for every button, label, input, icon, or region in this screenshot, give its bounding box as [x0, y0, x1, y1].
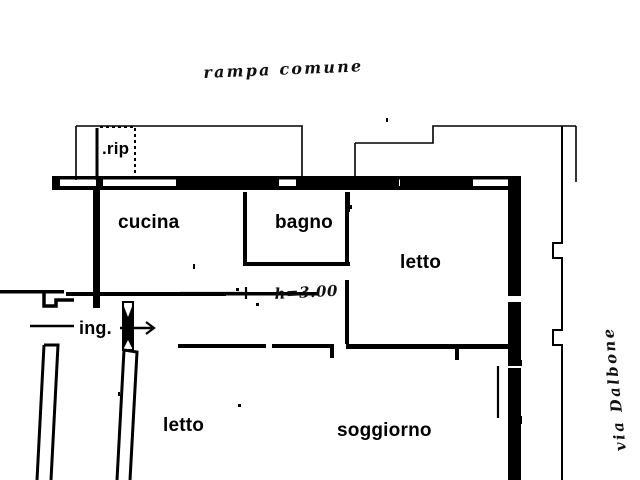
ingresso-wall-jog [42, 292, 74, 308]
scan-tick-marks [118, 118, 388, 407]
courtyard-outline [75, 125, 577, 182]
room-label-rip: .rip [102, 139, 130, 158]
bagno-walls [292, 192, 350, 344]
room-label-soggiorno: soggiorno [337, 420, 432, 441]
room-label-letto-right: letto [400, 252, 442, 273]
building-outer-boundary-right [552, 126, 563, 480]
corridor-walls [0, 290, 318, 296]
annotation-ceiling-height: h=3.00 [274, 281, 339, 303]
letto-left-walls [35, 343, 139, 480]
room-label-cucina: cucina [118, 212, 180, 233]
top-exterior-wall [52, 176, 520, 190]
right-exterior-wall [508, 176, 521, 480]
soggiorno-walls [330, 344, 522, 424]
room-label-letto-left: letto [163, 415, 205, 436]
cucina-walls [93, 186, 301, 308]
height-dimension-leader [180, 287, 248, 299]
room-label-ingresso: ing. [79, 318, 112, 338]
entrance-door-symbol [120, 301, 156, 351]
letto-right-walls [178, 192, 516, 349]
room-label-bagno: bagno [275, 212, 333, 233]
